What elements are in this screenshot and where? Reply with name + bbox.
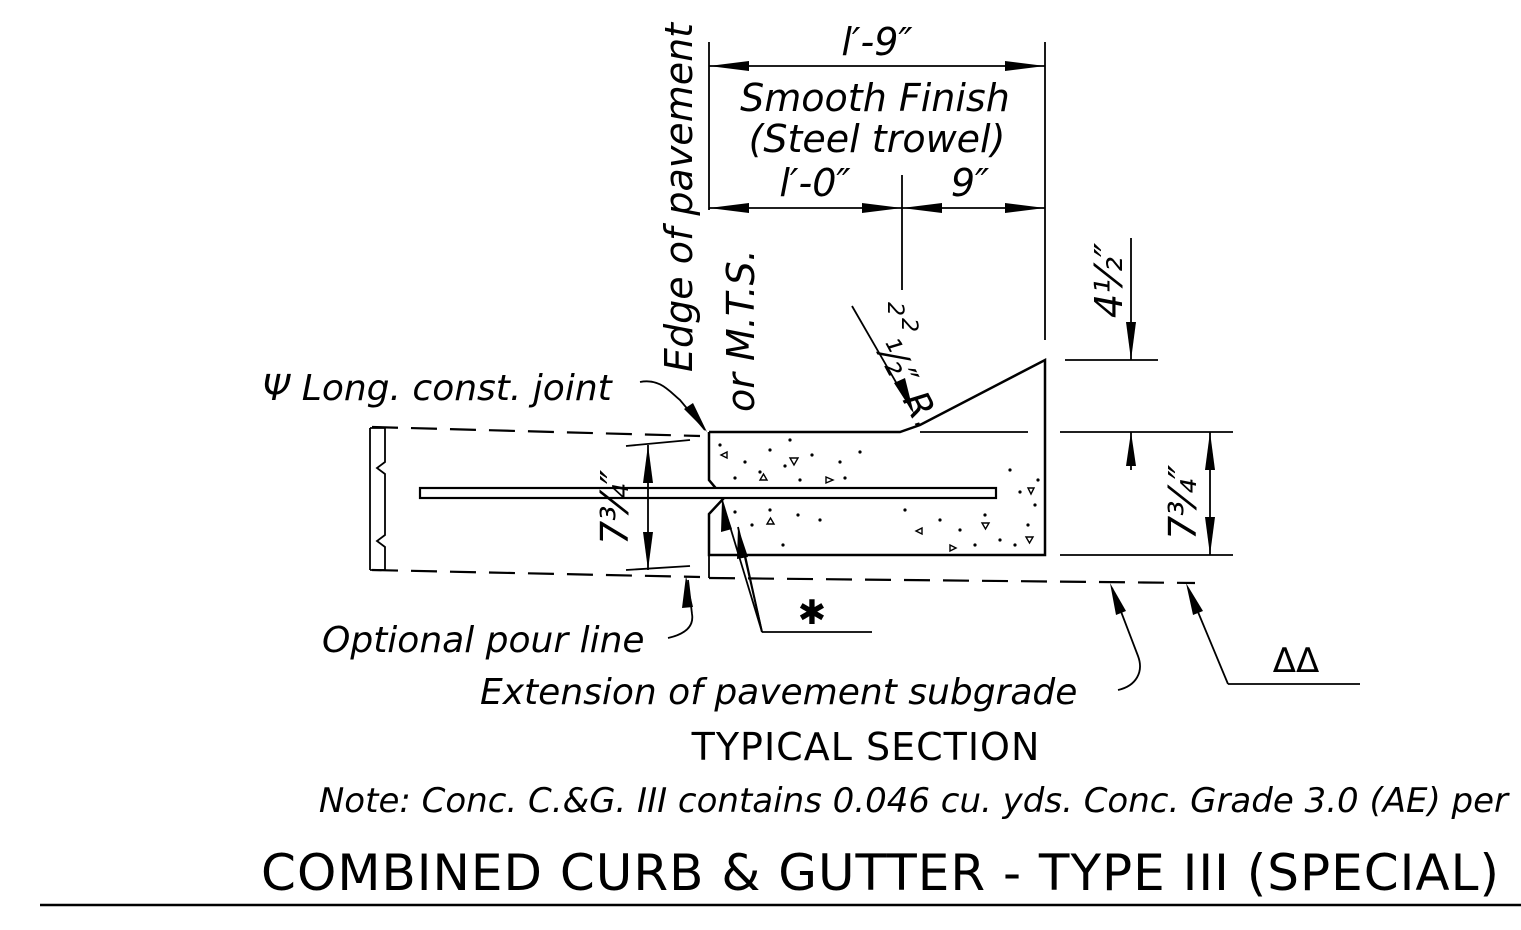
thickness-left-label: 7¾″ [593, 470, 637, 545]
subgrade-label: Extension of pavement subgrade [480, 672, 1077, 713]
asterisk-symbol: ✱ [798, 593, 827, 633]
asterisk-callout: ✱ [721, 499, 872, 633]
long-joint-label: Ψ Long. const. joint [262, 368, 614, 409]
optional-pour-line-callout: Optional pour line [322, 576, 694, 661]
long-joint-callout: Ψ Long. const. joint [262, 368, 707, 432]
aggregate-stipple [718, 438, 1040, 553]
concrete-section [707, 357, 1233, 578]
radius-fraction-bottom: 2 [896, 318, 921, 332]
dimension-lower-widths: l′-0″ 9″ [709, 161, 1045, 290]
dimension-curb-height: 4½″ [1065, 238, 1158, 361]
dimension-thickness-right: 7¾″ [1126, 432, 1215, 555]
smooth-finish-label: Smooth Finish [740, 76, 1010, 120]
radius-fraction-top: 2 [882, 302, 907, 316]
steel-trowel-label: (Steel trowel) [749, 117, 1006, 161]
curb-height-label: 4½″ [1087, 243, 1131, 318]
radius-label: ½″ R. [866, 332, 947, 436]
pavement-dashed-outline [369, 425, 1196, 585]
dimension-thickness-left: 7¾″ [593, 439, 691, 571]
quantity-note: Note: Conc. C.&G. III contains 0.046 cu.… [319, 781, 1510, 821]
double-delta-callout: ΔΔ [1186, 583, 1360, 685]
mts-label: or M.T.S. [719, 249, 763, 412]
dimension-top-width-label: l′-9″ [841, 20, 912, 64]
dimension-right-width-label: 9″ [951, 161, 989, 205]
dowel-bar [418, 486, 998, 500]
drawing-title: COMBINED CURB & GUTTER - TYPE III (SPECI… [261, 844, 1500, 902]
double-delta-label: ΔΔ [1273, 641, 1320, 681]
thickness-right-label: 7¾″ [1161, 465, 1205, 540]
dimension-top-width: l′-9″ [708, 20, 1046, 340]
dimension-left-width-label: l′-0″ [779, 161, 850, 205]
subgrade-callout: Extension of pavement subgrade [480, 583, 1141, 713]
optional-pour-line-label: Optional pour line [322, 620, 645, 661]
edge-of-pavement-label: Edge of pavement [657, 21, 701, 372]
radius-callout: ½″ R. 2 2 [851, 302, 947, 436]
typical-section-caption: TYPICAL SECTION [691, 725, 1041, 769]
